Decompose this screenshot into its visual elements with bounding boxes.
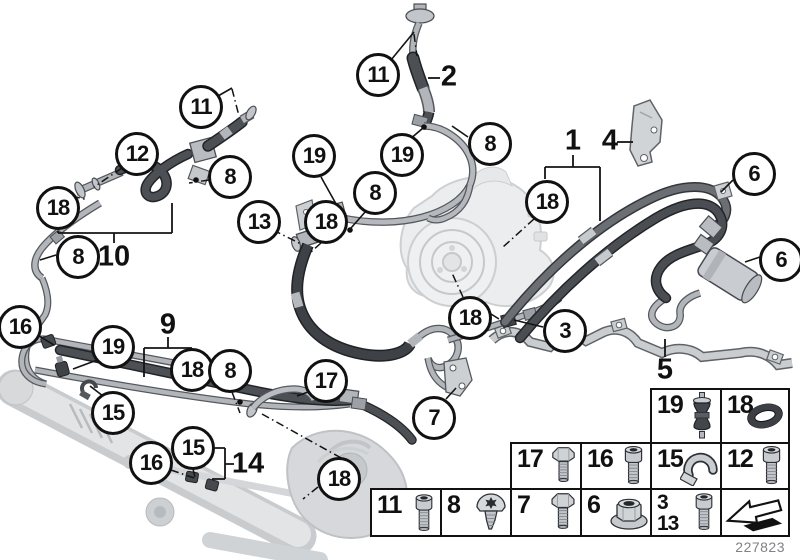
legend-cell-18[interactable]: 18 <box>720 388 790 444</box>
socket-head-screw-icon <box>762 446 781 485</box>
torx-pan-screw-icon <box>476 493 506 530</box>
legend-number-secondary: 13 <box>657 512 679 535</box>
o-ring-icon <box>743 399 787 433</box>
drawing-number: 227823 <box>735 539 785 555</box>
callout-19[interactable]: 19 <box>380 133 424 177</box>
bracket-4 <box>629 99 663 167</box>
callout-18[interactable]: 18 <box>304 200 348 244</box>
legend-cell-3-13[interactable]: 3 13 <box>650 488 722 537</box>
hex-bolt-icon <box>552 447 575 483</box>
legend-cell-6[interactable]: 6 <box>580 488 652 537</box>
callout-7[interactable]: 7 <box>412 396 456 440</box>
legend-number: 19 <box>657 391 684 419</box>
direction-arrow-icon <box>726 499 784 533</box>
callout-6[interactable]: 6 <box>732 152 776 196</box>
legend-number: 3 <box>657 491 669 514</box>
callout-15[interactable]: 15 <box>171 426 215 470</box>
legend-number: 6 <box>587 491 601 519</box>
legend-cell-17[interactable]: 17 <box>510 442 582 490</box>
callout-15[interactable]: 15 <box>91 391 135 435</box>
socket-head-screw-icon <box>415 494 433 532</box>
callout-8[interactable]: 8 <box>56 235 100 279</box>
callout-8[interactable]: 8 <box>353 171 397 215</box>
socket-head-screw-icon <box>624 446 643 485</box>
legend-cell-arrow[interactable] <box>720 488 790 537</box>
callout-19[interactable]: 19 <box>91 325 135 369</box>
label-1[interactable]: 1 <box>564 124 582 157</box>
legend-cell-11[interactable]: 11 <box>370 488 442 537</box>
callout-19[interactable]: 19 <box>292 134 336 178</box>
callout-13[interactable]: 13 <box>237 200 281 244</box>
callout-18[interactable]: 18 <box>36 186 80 230</box>
callout-8[interactable]: 8 <box>468 122 512 166</box>
legend-cell-15[interactable]: 15 <box>650 442 722 490</box>
callout-11[interactable]: 11 <box>179 85 223 129</box>
callout-18[interactable]: 18 <box>525 180 569 224</box>
legend-number: 7 <box>517 491 531 519</box>
legend-number: 17 <box>517 445 544 473</box>
legend-number: 16 <box>587 445 614 473</box>
legend-cell-8[interactable]: 8 <box>440 488 512 537</box>
callout-16[interactable]: 16 <box>0 305 42 349</box>
callout-8[interactable]: 8 <box>208 155 252 199</box>
bracket-5 <box>488 317 793 371</box>
callout-18[interactable]: 18 <box>317 457 361 501</box>
socket-head-screw-icon <box>695 493 713 531</box>
pipe-clamp-icon <box>680 446 720 486</box>
legend-cell-16[interactable]: 16 <box>580 442 652 490</box>
callout-12[interactable]: 12 <box>115 132 159 176</box>
label-4[interactable]: 4 <box>601 124 619 157</box>
callout-18[interactable]: 18 <box>448 296 492 340</box>
label-9[interactable]: 9 <box>159 308 177 341</box>
callout-8[interactable]: 8 <box>208 349 252 393</box>
callout-18[interactable]: 18 <box>170 348 214 392</box>
legend-cell-7[interactable]: 7 <box>510 488 582 537</box>
rubber-mount-icon <box>692 392 712 439</box>
label-10[interactable]: 10 <box>97 240 131 273</box>
flange-nut-icon <box>610 498 648 530</box>
label-5[interactable]: 5 <box>656 353 674 386</box>
legend-number: 11 <box>377 491 402 519</box>
label-2[interactable]: 2 <box>440 60 458 93</box>
legend-cell-12[interactable]: 12 <box>720 442 790 490</box>
callout-6[interactable]: 6 <box>759 238 800 282</box>
legend-cell-19[interactable]: 19 <box>650 388 722 444</box>
legend-number: 15 <box>657 445 684 473</box>
callout-16[interactable]: 16 <box>129 441 173 485</box>
legend-number: 12 <box>727 445 754 473</box>
callout-17[interactable]: 17 <box>304 359 348 403</box>
callout-11[interactable]: 11 <box>356 53 400 97</box>
label-14[interactable]: 14 <box>231 447 265 480</box>
legend-number: 8 <box>447 491 461 519</box>
callout-3[interactable]: 3 <box>543 309 587 353</box>
hex-bolt-icon <box>551 493 575 530</box>
